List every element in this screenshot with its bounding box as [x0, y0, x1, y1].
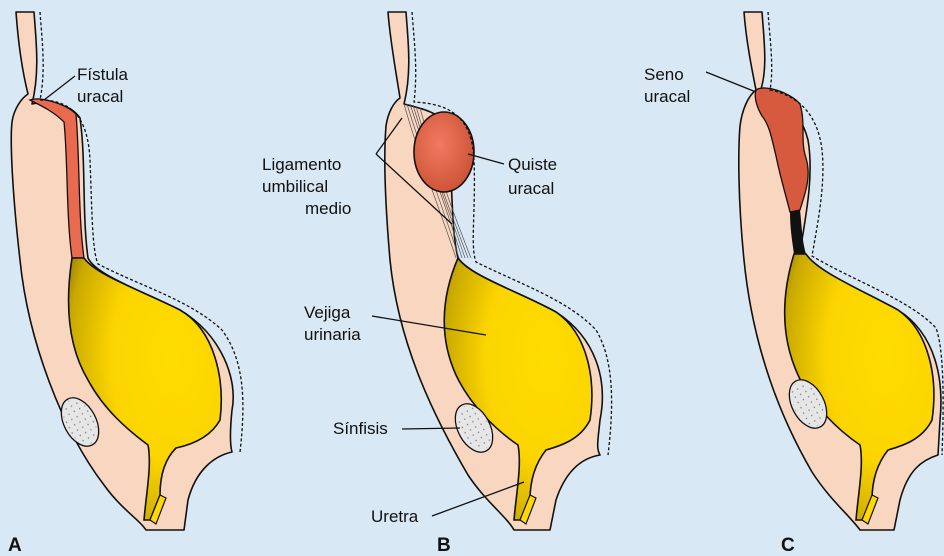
ligament-label-line3: medio	[305, 199, 351, 218]
symphysis-label: Sínfisis	[333, 419, 388, 438]
panel-b-letter: B	[437, 535, 451, 556]
sinus-label-line2: uracal	[644, 87, 690, 106]
fistula-label-line1: Fístula	[77, 65, 129, 84]
fistula-label-line2: uracal	[77, 87, 123, 106]
cyst-label-line2: uracal	[508, 179, 554, 198]
cyst-label-line1: Quiste	[508, 155, 557, 174]
panel-c: Seno uracal C	[644, 12, 943, 556]
panel-b: Ligamento umbilical medio Quiste uracal …	[262, 12, 612, 556]
panel-a: Fístula uracal A	[8, 12, 243, 556]
panel-b-bladder	[444, 258, 592, 520]
sinus-leader	[706, 72, 756, 92]
panel-c-letter: C	[781, 535, 795, 556]
bladder-label-line2: urinaria	[304, 325, 361, 344]
ligament-label-line1: Ligamento	[262, 155, 341, 174]
urethra-label: Uretra	[371, 507, 419, 526]
ligament-label-line2: umbilical	[262, 177, 328, 196]
sinus-label-line1: Seno	[644, 65, 684, 84]
panel-a-letter: A	[8, 535, 22, 556]
fistula-leader	[44, 76, 75, 100]
bladder-label-line1: Vejiga	[304, 303, 351, 322]
